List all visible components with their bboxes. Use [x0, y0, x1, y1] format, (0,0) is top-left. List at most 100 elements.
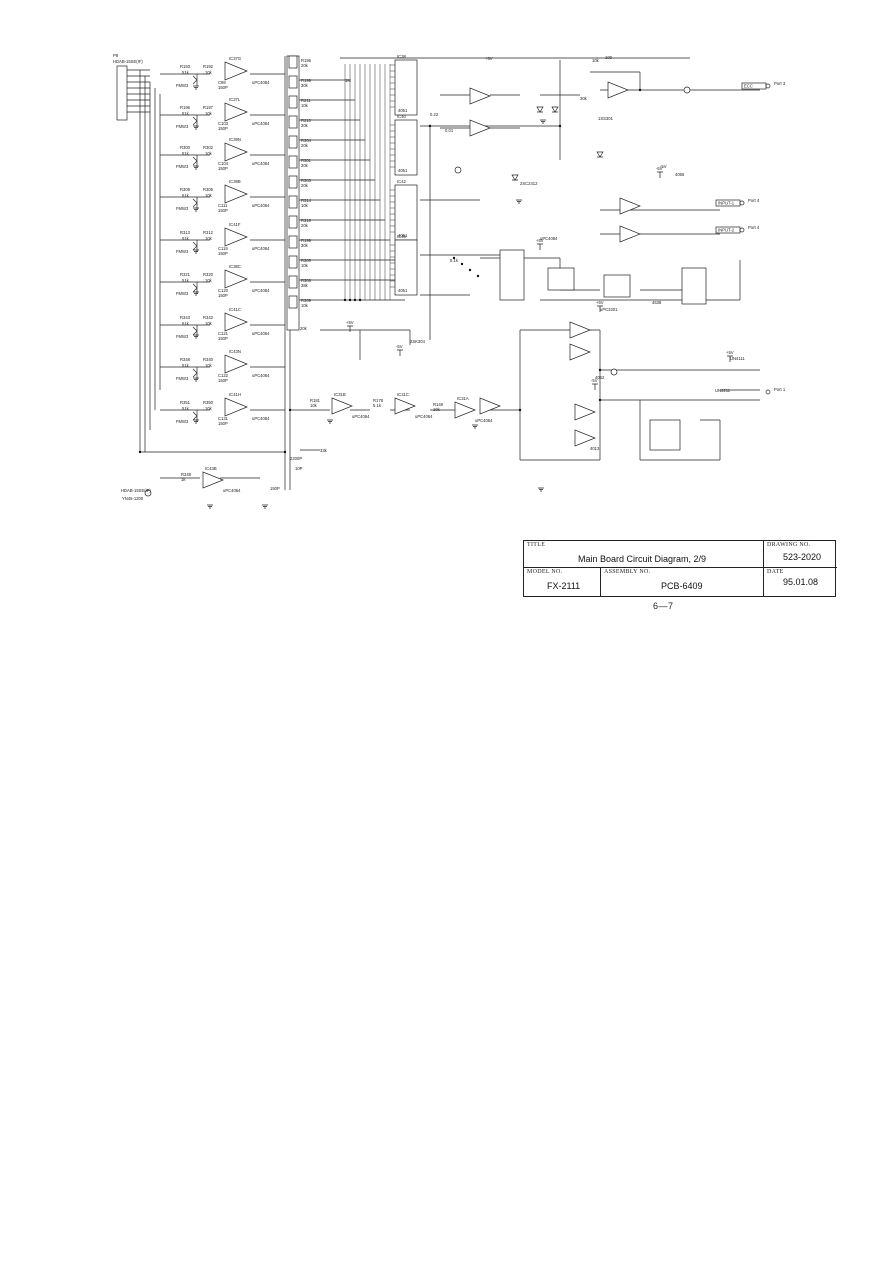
column-resistor-ref: R309 [301, 298, 312, 303]
power-rail-symbol [657, 171, 663, 178]
column-resistor [288, 235, 298, 249]
component-label: 33k [320, 448, 328, 453]
transistor-symbol [192, 115, 198, 127]
column-resistor [288, 275, 298, 289]
capacitor-ref: C104 [218, 161, 229, 166]
column-resistor-ref: R304 [301, 138, 312, 143]
component-label: 4538 [652, 300, 662, 305]
junction-dot [460, 262, 464, 266]
column-resistor-value: 10k [301, 263, 309, 268]
component-label: 10k [592, 58, 600, 63]
resistor-value: 10k [205, 151, 213, 156]
assembly-no-cell: ASSEMBLY NO. PCB-6409 [601, 568, 764, 596]
junction-dot [358, 298, 362, 302]
resistor-ref: R351 [180, 400, 191, 405]
component-label: 0.01 [445, 128, 454, 133]
op-amp-symbol [224, 312, 248, 332]
component-label: 2200P [290, 456, 302, 461]
ground-symbol [193, 334, 199, 339]
op-amp-ref: IC43N [229, 349, 241, 354]
column-resistor-ref: R314 [301, 198, 312, 203]
drawing-no-caption: DRAWING NO. [767, 542, 811, 548]
op-amp-symbol [224, 397, 248, 417]
junction-dot [638, 88, 642, 92]
junction-dot [428, 124, 432, 128]
column-resistor-value: 38k [301, 283, 309, 288]
op-amp-ref: IC38C [229, 264, 241, 269]
resistor-ref: R302 [203, 145, 214, 150]
ground-symbol [193, 377, 199, 382]
column-resistor-ref: R199 [301, 238, 312, 243]
component-label: 150P [270, 486, 280, 491]
resistor-ref: R348 [180, 357, 191, 362]
component-label: 30k [580, 96, 588, 101]
capacitor-ref: C119 [218, 246, 228, 251]
resistor-value: 5.1k [373, 403, 382, 408]
op-amp-symbol [224, 102, 248, 122]
junction-dot [558, 124, 562, 128]
column-resistor-ref: R210 [301, 118, 312, 123]
logic-chip [649, 419, 681, 451]
op-amp-part: uPC4064 [252, 121, 270, 126]
column-resistor [288, 55, 298, 69]
junction-dot [343, 298, 347, 302]
transistor-symbol [192, 367, 198, 379]
op-amp-part: uPC4064 [223, 488, 241, 493]
power-rail-label: +5V [726, 350, 734, 355]
ground-symbol [193, 291, 199, 296]
resistor-value: 10k [205, 111, 213, 116]
junction-dot [348, 298, 352, 302]
model-no-cell: MODEL NO. FX-2111 [524, 568, 601, 596]
op-amp-ref: IC31C [397, 392, 409, 397]
resistor-ref: R192 [203, 64, 214, 69]
transistor-symbol [192, 197, 198, 209]
resistor-ref: R348 [181, 472, 192, 477]
column-resistor-value: 20k [301, 123, 309, 128]
op-amp-ref: IC39N [229, 137, 241, 142]
resistor-value: 10k [205, 70, 213, 75]
port-net: ECC [744, 84, 753, 89]
resistor-value: 10k [205, 193, 213, 198]
ground-symbol [193, 125, 199, 130]
junction-dot [598, 398, 602, 402]
mux-chip-ref: IC42 [397, 179, 407, 184]
test-point [144, 489, 152, 497]
op-amp-ref: IC43B [205, 466, 217, 471]
transistor-part: FMW3 [176, 206, 189, 211]
port-label: Port 4 [748, 198, 760, 203]
capacitor-ref: C98 [218, 80, 226, 85]
column-resistor [288, 295, 298, 309]
port-net: INPUT-1 [718, 201, 735, 206]
diode-symbol [511, 174, 519, 181]
column-resistor [288, 175, 298, 189]
op-amp-ref: IC41H [229, 392, 241, 397]
capacitor-value: 150P [218, 336, 228, 341]
transistor-part: FMW3 [176, 334, 189, 339]
resistor-ref: R350 [203, 400, 214, 405]
column-resistor [288, 115, 298, 129]
ground-symbol [262, 504, 268, 509]
resistor-ref: R193 [180, 64, 191, 69]
mux-chip-ref: IC40 [397, 114, 407, 119]
diode-symbol [551, 106, 559, 113]
component-label: 20k [300, 326, 308, 331]
capacitor-ref: C131 [218, 416, 229, 421]
port-terminal [765, 83, 771, 89]
column-resistor-value: 10k [301, 103, 309, 108]
drawing-date: 95.01.08 [783, 577, 819, 587]
mux-chip [394, 184, 418, 241]
op-amp-part: uPC4064 [352, 414, 370, 419]
logic-chip [603, 274, 631, 298]
mux-chip-part: 4051 [398, 108, 408, 113]
op-amp-symbol [224, 184, 248, 204]
op-amp-symbol [469, 87, 491, 105]
junction-dot [518, 408, 522, 412]
logic-chip [499, 249, 525, 301]
ground-symbol [538, 487, 544, 492]
op-amp-symbol [479, 397, 501, 415]
resistor-value: 51k [182, 193, 190, 198]
diode-symbol [536, 106, 544, 113]
op-amp-symbol [224, 142, 248, 162]
ground-symbol [193, 165, 199, 170]
port-net: INPUT-2 [718, 228, 735, 233]
